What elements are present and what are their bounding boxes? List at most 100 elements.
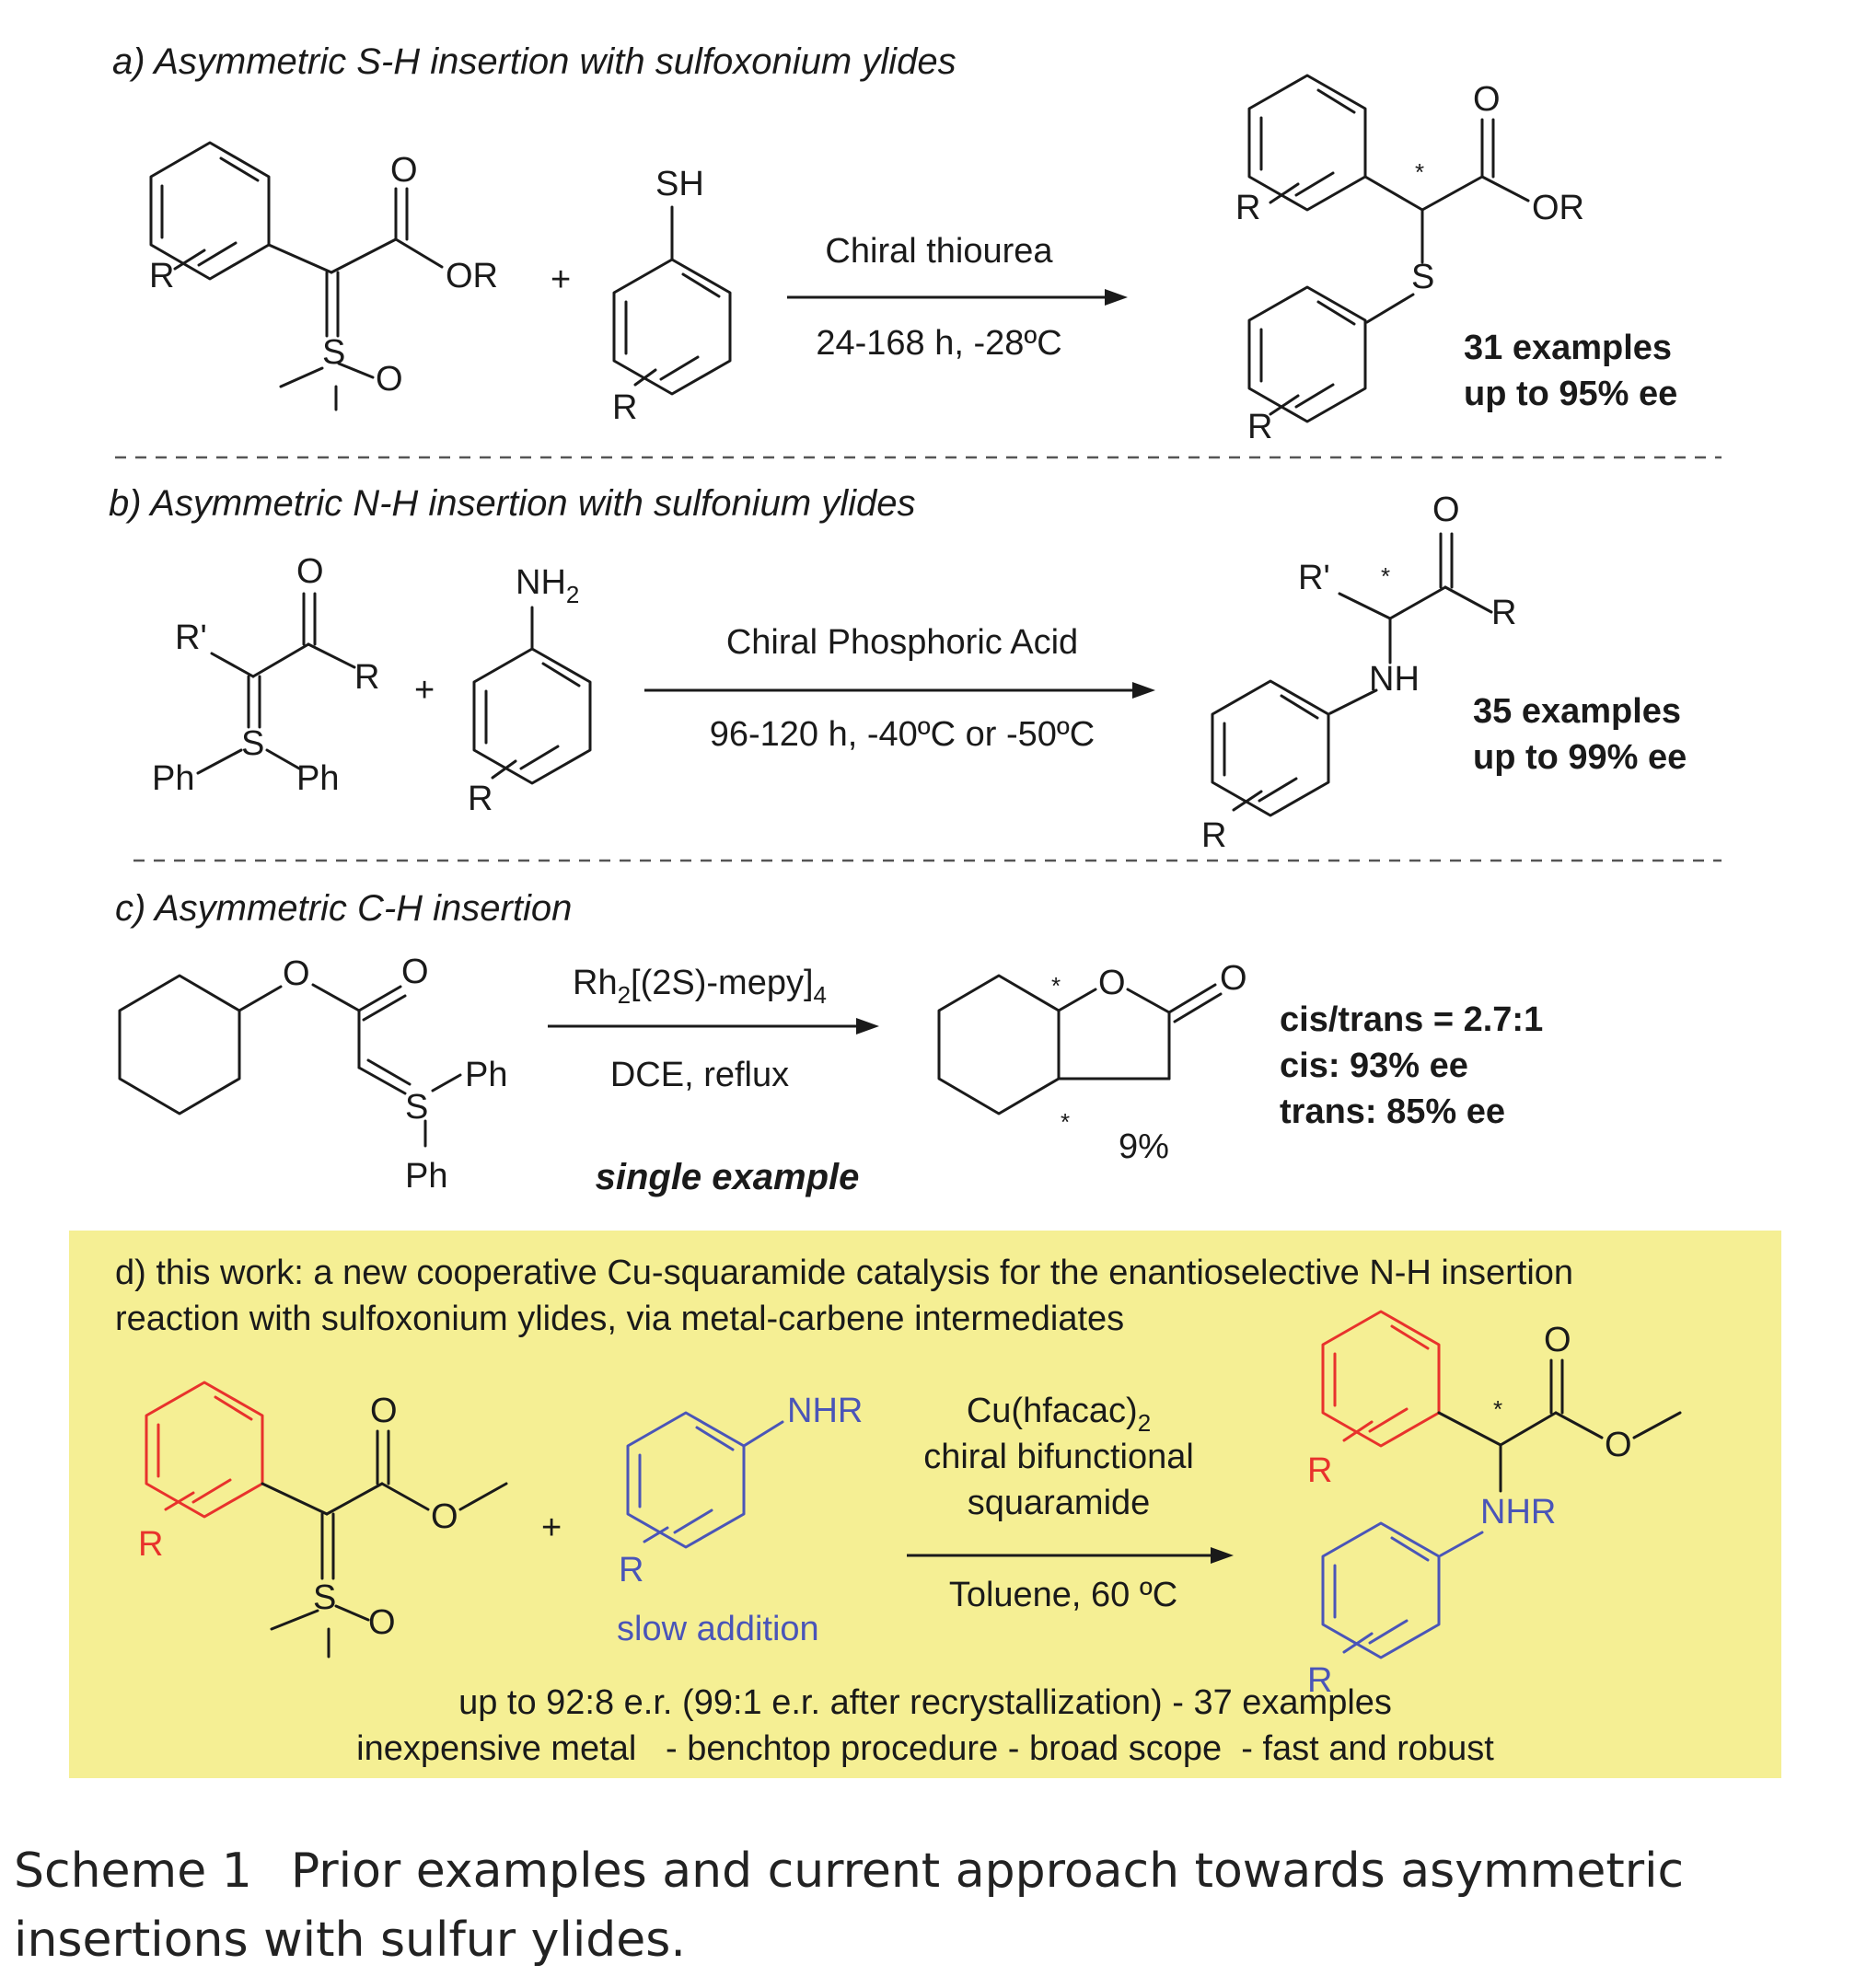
panel-a-conditions: 24-168 h, -28ºC [816, 324, 1061, 363]
panel-d-plus: + [541, 1508, 562, 1547]
panel-b-sulfur: S [241, 724, 264, 763]
panel-a-product-or: OR [1532, 189, 1584, 227]
panel-d-conditions: Toluene, 60 ºC [949, 1576, 1177, 1614]
panel-d-highlight-box [69, 1231, 1781, 1778]
panel-a-thiophenol [612, 205, 732, 396]
caption-label: Scheme 1 [14, 1844, 252, 1899]
panel-c-catalyst: Rh2[(2S)-mepy]4 [573, 964, 827, 1009]
panel-d-squaramide-1: chiral bifunctional [923, 1438, 1194, 1476]
panel-a-product-s: S [1411, 258, 1434, 296]
panel-c-sulfur: S [405, 1088, 428, 1127]
panel-b-aniline [472, 606, 592, 785]
panel-b: b) Asymmetric N-H insertion with sulfoni… [109, 483, 1722, 862]
panel-b-product-aryl-r: R [1201, 816, 1226, 855]
panel-b-product-r-prime: R' [1298, 559, 1330, 597]
panel-d-summary-line-1: up to 92:8 e.r. (99:1 e.r. after recryst… [458, 1683, 1392, 1722]
panel-a-ester-or: OR [446, 257, 498, 295]
panel-b-heading: b) Asymmetric N-H insertion with sulfoni… [109, 483, 916, 524]
panel-c-carbonyl-o: O [401, 953, 429, 991]
panel-c-yield: 9% [1119, 1127, 1169, 1166]
panel-b-ph-right: Ph [296, 759, 339, 798]
panel-d-copper-catalyst: Cu(hfacac)2 [967, 1392, 1151, 1437]
caption-line-2: insertions with sulfur ylides. [14, 1913, 686, 1968]
panel-d-stereocenter-star: * [1493, 1395, 1502, 1423]
panel-c-ph-bottom: Ph [405, 1157, 447, 1196]
panel-c-cis-ee: cis: 93% ee [1280, 1046, 1468, 1085]
panel-d-product-ester-o: O [1605, 1426, 1632, 1464]
panel-a-ee: up to 95% ee [1464, 375, 1677, 413]
panel-b-oxygen: O [296, 552, 324, 591]
panel-a-product-r2: R [1247, 408, 1272, 446]
panel-a-plus: + [551, 260, 571, 299]
panel-b-sulfonium-ylide [196, 592, 356, 775]
panel-b-catalyst: Chiral Phosphoric Acid [726, 623, 1078, 662]
panel-b-amine: NH2 [516, 563, 579, 608]
panel-c-star-2: * [1061, 1108, 1070, 1136]
panel-c-ph-right: Ph [465, 1056, 507, 1094]
panel-d-heading-line-2: reaction with sulfoxonium ylides, via me… [115, 1300, 1124, 1338]
panel-b-ph-left: Ph [152, 759, 194, 798]
panel-a: a) Asymmetric S-H insertion with sulfoxo… [112, 41, 1722, 459]
panel-b-aniline-r: R [468, 780, 493, 818]
panel-a-stereocenter-star: * [1415, 158, 1424, 186]
panel-d-product [1321, 1310, 1682, 1659]
panel-d-summary-line-2: inexpensive metal - benchtop procedure -… [356, 1729, 1494, 1768]
panel-b-ee: up to 99% ee [1473, 738, 1687, 777]
panel-c: c) Asymmetric C-H insertion O O S Ph Ph … [115, 888, 1543, 1197]
panel-b-conditions: 96-120 h, -40ºC or -50ºC [710, 715, 1096, 754]
panel-a-sulfoxide-o: O [376, 360, 403, 399]
panel-c-ring-o: O [1098, 964, 1126, 1002]
panel-d-sulfoxide-o: O [368, 1603, 396, 1642]
panel-c-dr: cis/trans = 2.7:1 [1280, 1000, 1543, 1039]
panel-a-examples: 31 examples [1464, 329, 1672, 367]
panel-a-catalyst: Chiral thiourea [825, 232, 1053, 271]
panel-b-product-o: O [1432, 491, 1460, 529]
panel-c-lactone-o: O [1220, 959, 1247, 998]
panel-c-conditions: DCE, reflux [610, 1056, 789, 1094]
panel-a-sulfoxonium-ylide [149, 141, 444, 411]
panel-b-stereocenter-star: * [1381, 562, 1390, 590]
panel-c-ether-o: O [283, 954, 310, 993]
panel-d-slow-addition: slow addition [617, 1610, 819, 1648]
panel-b-examples: 35 examples [1473, 692, 1681, 731]
panel-d-aniline [626, 1411, 784, 1549]
panel-d-product-blue-r: R [1307, 1661, 1332, 1700]
panel-d-red-r: R [138, 1525, 163, 1564]
panel-d-aniline-r: R [619, 1551, 643, 1589]
panel-d-heading-line-1: d) this work: a new cooperative Cu-squar… [115, 1254, 1573, 1292]
panel-b-r: R [354, 658, 379, 697]
panel-a-thiol-sh: SH [655, 165, 704, 203]
panel-d-sulfur: S [313, 1578, 336, 1617]
panel-a-product-o: O [1473, 80, 1501, 119]
panel-a-product-r1: R [1235, 189, 1260, 227]
panel-c-note: single example [596, 1157, 860, 1197]
panel-a-product [1247, 74, 1530, 423]
panel-c-trans-ee: trans: 85% ee [1280, 1092, 1505, 1131]
panel-c-lactone-product [937, 974, 1223, 1115]
panel-c-star-1: * [1051, 972, 1061, 1000]
panel-d-product-nhr: NHR [1480, 1493, 1556, 1531]
panel-a-r-group: R [149, 257, 174, 295]
panel-d: d) this work: a new cooperative Cu-squar… [69, 1231, 1781, 1778]
panel-b-plus: + [414, 671, 435, 710]
panel-d-ester-o: O [431, 1497, 458, 1536]
panel-c-ylide [118, 974, 462, 1148]
panel-d-nhr: NHR [787, 1392, 863, 1430]
panel-b-product [1211, 532, 1493, 817]
panel-a-oxygen: O [390, 151, 418, 190]
panel-d-product-red-r: R [1307, 1451, 1332, 1490]
panel-b-product-r: R [1491, 594, 1516, 632]
panel-b-r-prime: R' [175, 618, 207, 657]
panel-a-heading: a) Asymmetric S-H insertion with sulfoxo… [112, 41, 956, 82]
panel-a-sulfur: S [322, 333, 345, 372]
panel-a-thiophenol-r: R [612, 388, 637, 427]
panel-d-product-carbonyl-o: O [1544, 1321, 1571, 1359]
panel-d-carbonyl-o: O [370, 1392, 398, 1430]
panel-d-squaramide-2: squaramide [968, 1484, 1151, 1522]
panel-c-heading: c) Asymmetric C-H insertion [115, 888, 572, 929]
panel-b-product-nh: NH [1369, 660, 1420, 699]
panel-d-sulfoxonium-ylide [145, 1381, 508, 1659]
